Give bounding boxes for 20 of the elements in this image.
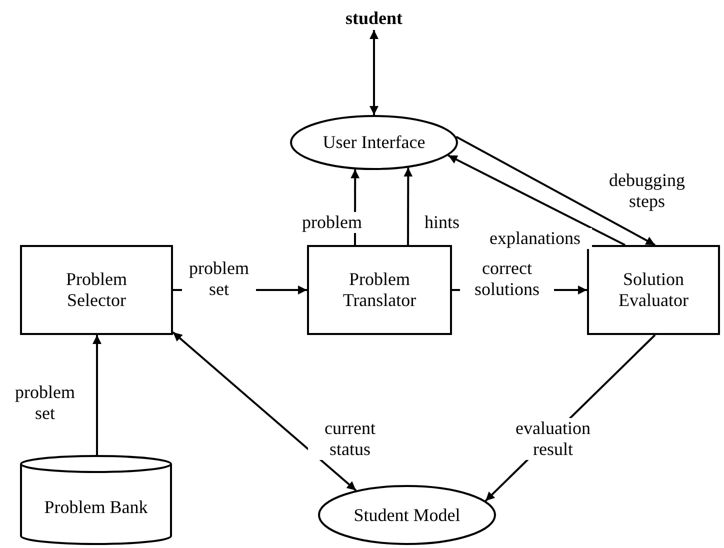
process-box [20,245,173,335]
node-label: Student Model [354,504,460,526]
node-label: Problem Bank [44,496,148,518]
process-ellipse [318,485,496,545]
edge-label: problem [300,212,362,233]
node-label: student [345,8,402,28]
node-label: Problem Selector [65,269,128,311]
arrow [456,136,656,246]
process-box [307,245,452,335]
node-label: Solution Evaluator [618,269,690,311]
process-box [587,245,720,335]
arrow [172,332,357,492]
node-label: Problem Translator [342,269,418,311]
arrow [448,154,626,246]
arrow [404,168,413,245]
node-label: User Interface [322,132,426,153]
database-cylinder [20,455,172,545]
arrow [92,335,102,455]
process-ellipse [290,115,458,170]
arrow [370,30,378,115]
